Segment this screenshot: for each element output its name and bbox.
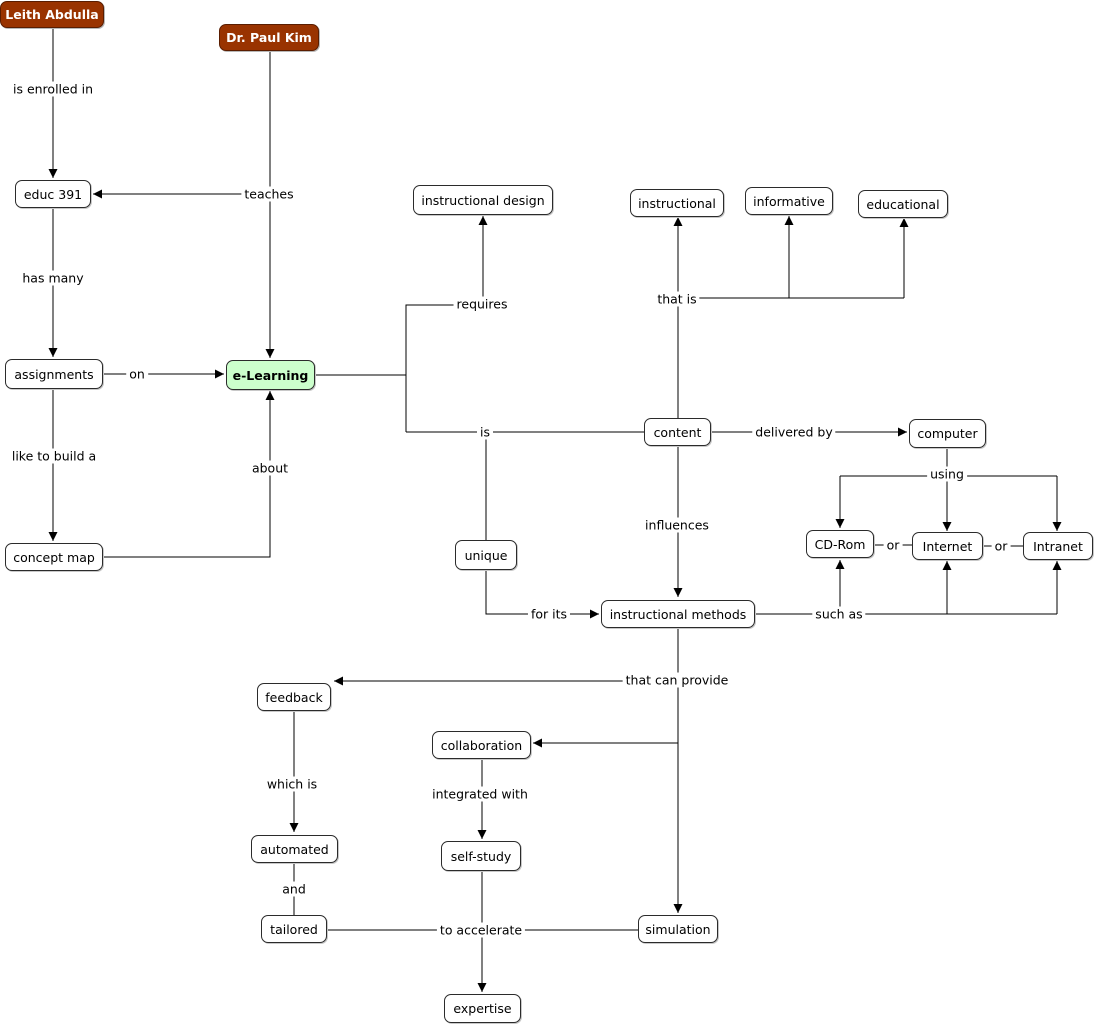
node-cd-rom[interactable]: CD-Rom bbox=[806, 530, 874, 558]
link-label-like-to-build-a: like to build a bbox=[8, 448, 100, 464]
node-automated[interactable]: automated bbox=[251, 835, 338, 863]
link-label-using: using bbox=[927, 466, 967, 482]
link-label-teaches: teaches bbox=[241, 186, 297, 202]
link-label-to-accelerate: to accelerate bbox=[436, 922, 526, 938]
node-self-study[interactable]: self-study bbox=[441, 841, 521, 871]
link-label-delivered-by: delivered by bbox=[752, 424, 836, 440]
link-label-or-cdrom-internet: or bbox=[883, 537, 903, 553]
link-label-or-internet-intranet: or bbox=[991, 538, 1011, 554]
node-tailored[interactable]: tailored bbox=[261, 915, 327, 943]
node-unique[interactable]: unique bbox=[455, 540, 517, 570]
link-label-integrated-with: integrated with bbox=[429, 786, 531, 802]
link-label-such-as: such as bbox=[812, 606, 866, 622]
node-educational[interactable]: educational bbox=[858, 190, 948, 218]
node-intranet[interactable]: Intranet bbox=[1023, 532, 1093, 560]
node-concept-map[interactable]: concept map bbox=[5, 543, 103, 571]
edge-conceptmap-elearning bbox=[102, 391, 275, 558]
link-label-and: and bbox=[279, 881, 309, 897]
link-label-on: on bbox=[126, 366, 148, 382]
link-label-has-many: has many bbox=[19, 270, 87, 286]
node-simulation[interactable]: simulation bbox=[638, 915, 718, 943]
node-e-learning[interactable]: e-Learning bbox=[226, 360, 315, 390]
node-educ-391[interactable]: educ 391 bbox=[15, 180, 91, 208]
edge-requires-branch bbox=[405, 304, 483, 432]
node-computer[interactable]: computer bbox=[909, 419, 986, 448]
node-expertise[interactable]: expertise bbox=[444, 994, 521, 1023]
node-assignments[interactable]: assignments bbox=[5, 359, 103, 389]
node-collaboration[interactable]: collaboration bbox=[432, 731, 531, 759]
node-instructional-design[interactable]: instructional design bbox=[413, 185, 553, 215]
node-informative[interactable]: informative bbox=[745, 187, 833, 215]
link-label-for-its: for its bbox=[527, 606, 571, 622]
link-label-influences: influences bbox=[642, 517, 712, 533]
link-label-about: about bbox=[248, 460, 292, 476]
node-instructional-methods[interactable]: instructional methods bbox=[601, 600, 755, 628]
link-label-that-can-provide: that can provide bbox=[622, 672, 732, 688]
node-leith-abdulla[interactable]: Leith Abdulla bbox=[0, 1, 104, 28]
link-label-which-is: which is bbox=[263, 776, 321, 792]
link-label-is: is bbox=[477, 424, 493, 440]
node-instructional[interactable]: instructional bbox=[630, 189, 724, 217]
node-feedback[interactable]: feedback bbox=[257, 683, 331, 711]
link-label-requires: requires bbox=[453, 296, 511, 312]
node-content[interactable]: content bbox=[644, 418, 711, 446]
link-label-that-is: that is bbox=[654, 291, 700, 307]
link-label-is-enrolled-in: is enrolled in bbox=[9, 81, 97, 97]
node-dr-paul-kim[interactable]: Dr. Paul Kim bbox=[219, 24, 319, 51]
node-internet[interactable]: Internet bbox=[912, 532, 983, 560]
